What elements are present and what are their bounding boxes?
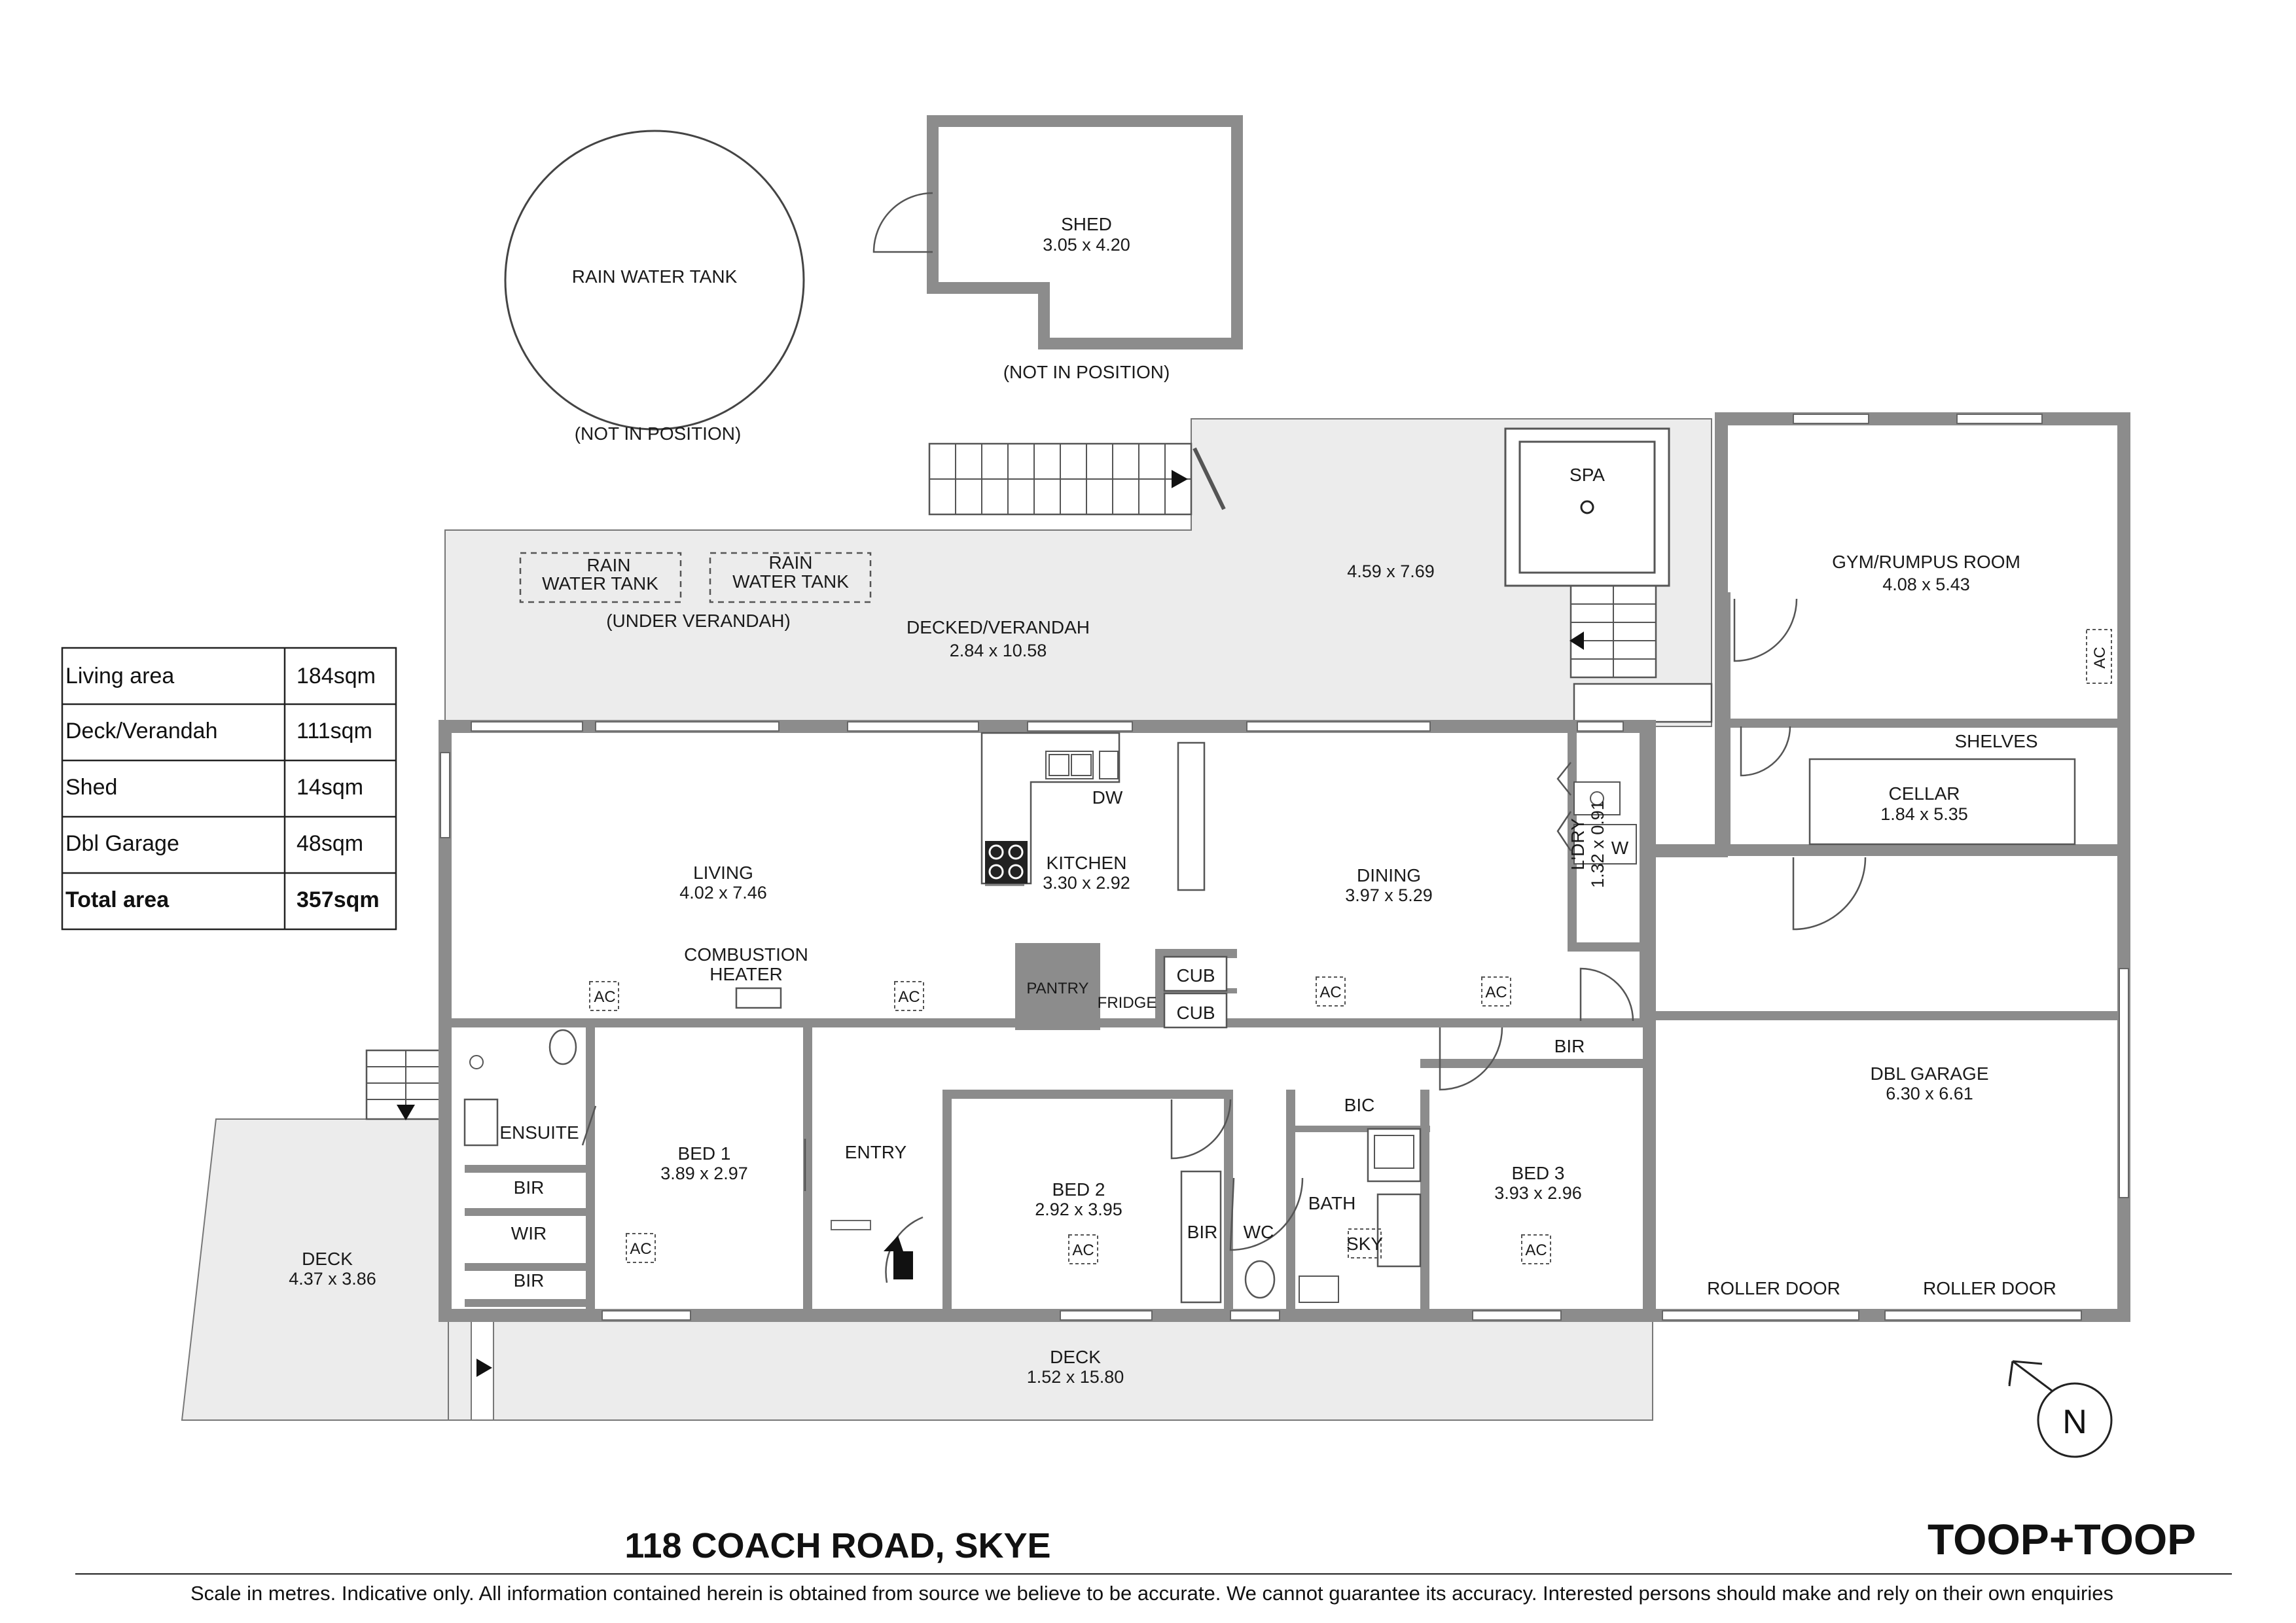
pantry-label: PANTRY	[1026, 980, 1088, 997]
area-shed-value: 14sqm	[296, 775, 363, 800]
area-living-label: Living area	[65, 664, 174, 688]
gym-label: GYM/RUMPUS ROOM	[1832, 552, 2020, 572]
under-tank-2-b: WATER TANK	[732, 571, 849, 592]
bed3-ac: AC	[1525, 1241, 1547, 1259]
area-deck-value: 111sqm	[296, 719, 372, 743]
area-shed-label: Shed	[65, 775, 117, 800]
area-total-value: 357sqm	[296, 887, 380, 912]
brand-logo: TOOP+TOOP	[1928, 1515, 2196, 1563]
bir-2-label: BIR	[514, 1270, 545, 1291]
bath-fixtures	[463, 1029, 1422, 1304]
spa-label: SPA	[1570, 465, 1605, 485]
entry-label: ENTRY	[845, 1142, 907, 1162]
cellar-label: CELLAR	[1889, 783, 1960, 804]
deck-front-label: DECK	[1050, 1347, 1101, 1367]
deck-left-dim: 4.37 x 3.86	[289, 1269, 376, 1289]
ldry-dim: 1.32 x 0.91	[1588, 800, 1607, 888]
shed-note: (NOT IN POSITION)	[1003, 362, 1170, 382]
kitchen-label: KITCHEN	[1047, 853, 1127, 873]
windows	[440, 414, 2129, 1321]
under-tank-1-a: RAIN	[587, 555, 631, 575]
living-ac-2: AC	[898, 988, 920, 1006]
bath-label: BATH	[1308, 1193, 1356, 1213]
bed3-dim: 3.93 x 2.96	[1494, 1183, 1582, 1203]
north-arrow-icon: N	[2008, 1360, 2113, 1458]
combustion-label-2: HEATER	[709, 964, 783, 984]
rain-water-tank: RAIN WATER TANK (NOT IN POSITION)	[504, 130, 805, 444]
kitchen-fixtures	[735, 732, 1637, 1009]
cub-label-2: CUB	[1176, 1003, 1215, 1023]
rain-tank-label: RAIN WATER TANK	[572, 266, 738, 287]
spa: SPA	[1504, 427, 1670, 587]
verandah2-dim: 4.59 x 7.69	[1347, 562, 1435, 581]
washer-label: W	[1611, 838, 1629, 858]
bed1-ac: AC	[630, 1240, 651, 1258]
area-deck-label: Deck/Verandah	[65, 719, 218, 743]
gym-dim: 4.08 x 5.43	[1882, 575, 1970, 594]
garage-label: DBL GARAGE	[1870, 1063, 1988, 1084]
north-label: N	[2062, 1403, 2087, 1441]
property-address: 118 COACH ROAD, SKYE	[624, 1526, 1050, 1565]
verandah-dim: 2.84 x 10.58	[950, 641, 1047, 660]
roller-door-1: ROLLER DOOR	[1707, 1278, 1840, 1298]
dining-label: DINING	[1357, 865, 1421, 885]
bir-1-label: BIR	[514, 1177, 545, 1198]
cub-label-1: CUB	[1176, 965, 1215, 986]
shed: SHED 3.05 x 4.20 (NOT IN POSITION)	[872, 115, 1243, 382]
bed2-dim: 2.92 x 3.95	[1035, 1200, 1122, 1219]
area-table: Living area 184sqm Deck/Verandah 111sqm …	[61, 647, 397, 931]
bed1-label: BED 1	[678, 1143, 731, 1164]
combustion-label-1: COMBUSTION	[684, 944, 808, 965]
deck-front-dim: 1.52 x 15.80	[1027, 1367, 1124, 1387]
cellar-dim: 1.84 x 5.35	[1880, 804, 1968, 824]
shelves-label: SHELVES	[1954, 731, 2037, 751]
under-tank-1-b: WATER TANK	[542, 573, 658, 594]
living-dim: 4.02 x 7.46	[679, 883, 767, 902]
roller-door-2: ROLLER DOOR	[1923, 1278, 2056, 1298]
bir-bed2-label: BIR	[1187, 1222, 1218, 1242]
bic-label: BIC	[1344, 1095, 1375, 1115]
dining-ac-1: AC	[1319, 984, 1341, 1001]
living-label: LIVING	[693, 863, 753, 883]
shed-dim: 3.05 x 4.20	[1043, 235, 1130, 255]
dining-dim: 3.97 x 5.29	[1345, 885, 1433, 905]
under-tank-2-a: RAIN	[769, 552, 813, 573]
bed3-label: BED 3	[1512, 1163, 1565, 1183]
bed2-ac: AC	[1072, 1241, 1094, 1259]
area-total-label: Total area	[65, 887, 170, 912]
deck-left-label: DECK	[302, 1249, 353, 1269]
bed1-dim: 3.89 x 2.97	[660, 1164, 748, 1183]
gym-ac: AC	[2091, 647, 2109, 668]
rain-tank-note: (NOT IN POSITION)	[575, 423, 742, 444]
fridge-label: FRIDGE	[1098, 994, 1157, 1012]
bed2-label: BED 2	[1052, 1179, 1105, 1200]
kitchen-dim: 3.30 x 2.92	[1043, 873, 1130, 893]
verandah-label: DECKED/VERANDAH	[906, 617, 1090, 637]
ldry-label: L'DRY	[1568, 818, 1588, 870]
shed-label: SHED	[1061, 214, 1112, 234]
ac-markers	[589, 629, 2112, 1264]
garage-dim: 6.30 x 6.61	[1886, 1084, 1973, 1103]
room-labels: RAIN WATER TANK RAIN WATER TANK (UNDER V…	[289, 552, 2109, 1387]
living-ac-1: AC	[594, 988, 615, 1006]
area-living-value: 184sqm	[296, 664, 376, 688]
area-garage-value: 48sqm	[296, 831, 363, 856]
under-verandah-note: (UNDER VERANDAH)	[606, 611, 791, 631]
sky-label: SKY	[1346, 1234, 1383, 1254]
ensuite-label: ENSUITE	[499, 1122, 579, 1143]
decks	[181, 418, 1712, 1421]
disclaimer-text: Scale in metres. Indicative only. All in…	[190, 1582, 2113, 1605]
wir-label: WIR	[511, 1223, 547, 1243]
bir-top-label: BIR	[1554, 1036, 1585, 1056]
dw-label: DW	[1092, 787, 1123, 808]
dining-ac-2: AC	[1485, 984, 1507, 1001]
wc-label: WC	[1244, 1222, 1274, 1242]
area-garage-label: Dbl Garage	[65, 831, 179, 856]
